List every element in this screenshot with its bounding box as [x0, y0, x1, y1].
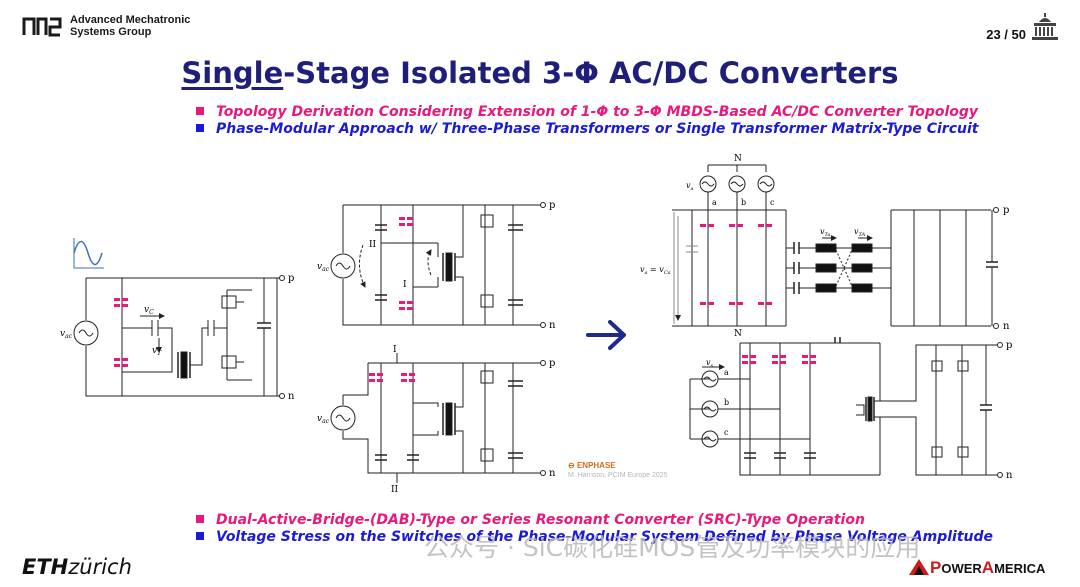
bullet-text: Dual-Active-Bridge-(DAB)-Type or Series … [216, 512, 865, 528]
label-b: b [741, 198, 746, 207]
middle-upper-circuit: vac II I p n [317, 200, 556, 331]
power-america-mark-icon [909, 559, 929, 575]
bullet-dab-src: Dual-Active-Bridge-(DAB)-Type or Series … [196, 512, 865, 528]
label-vac: vac [317, 414, 330, 425]
three-phase-matrix-circuit: N N a b c va va = vCa vTa vTA p n [640, 154, 1010, 339]
label-n-top: N [734, 154, 742, 164]
power-america-logo: POWERAMERICA [908, 558, 1045, 578]
bullet-square [196, 532, 204, 540]
credit-citation: M. Harrison, PCIM Europe 2025 [568, 472, 668, 479]
watermark-text: 公众号 · SiC碳化硅MOS管及功率模块的应用 [424, 533, 921, 562]
org-line1: Advanced Mechatronic [70, 14, 191, 26]
single-phase-circuit: vac vC vT p n [60, 238, 295, 402]
header-logo: Advanced Mechatronic Systems Group [22, 14, 190, 38]
label-a: a [712, 198, 717, 207]
switch-group [399, 217, 413, 310]
credit-company: ⊖ ENPHASE [568, 461, 616, 470]
bullet-square [196, 124, 204, 132]
label-n: n [1003, 321, 1010, 332]
bullet-square [196, 515, 204, 523]
label-p: p [1003, 205, 1009, 216]
label-n: n [549, 468, 556, 479]
sine-wave-icon [73, 238, 104, 269]
label-p: p [288, 273, 294, 284]
building-icon [1032, 13, 1058, 40]
switch-group [700, 224, 772, 305]
label-vac: vac [317, 262, 330, 273]
label-vta: vTa [820, 227, 830, 238]
label-p: p [1006, 340, 1012, 351]
label-n-bottom: N [734, 329, 742, 339]
middle-lower-circuit: vac I II p n [317, 345, 556, 493]
label-p: p [549, 358, 555, 369]
switch-group [114, 298, 128, 367]
label-vac: vac [60, 329, 73, 340]
org-line2: Systems Group [70, 26, 152, 38]
title-part2: -Stage Isolated 3-Φ AC/DC Converters [283, 56, 899, 90]
label-p: p [549, 200, 555, 211]
label-ii: II [369, 240, 377, 250]
label-vs: vs [706, 358, 714, 369]
switch-group [742, 355, 816, 364]
bullet-voltage-stress: Voltage Stress on the Switches of the Ph… [196, 529, 993, 545]
derivation-arrow-icon [586, 320, 626, 350]
bullet-topology: Topology Derivation Considering Extensio… [196, 104, 978, 120]
label-vta-secondary: vTA [854, 227, 866, 238]
label-n: n [288, 391, 295, 402]
label-c: c [724, 428, 729, 437]
bullet-text: Voltage Stress on the Switches of the Ph… [216, 529, 993, 545]
label-n: n [549, 320, 556, 331]
bullet-phase-modular: Phase-Modular Approach w/ Three-Phase Tr… [196, 121, 978, 137]
bullet-text: Topology Derivation Considering Extensio… [216, 104, 979, 120]
label-i: I [393, 345, 397, 355]
label-c: c [770, 198, 775, 207]
label-vc: vC [144, 305, 154, 316]
switch-group [369, 373, 415, 382]
label-b: b [724, 398, 729, 407]
single-transformer-matrix-circuit: vs a b c p n [689, 337, 1013, 481]
page-number: 23 / 50 [986, 27, 1026, 42]
slide-title: Single-Stage Isolated 3-Φ AC/DC Converte… [0, 56, 1080, 90]
label-n: n [1006, 470, 1013, 481]
org-name: Advanced Mechatronic Systems Group [70, 14, 190, 38]
eth-logo: ETHzürich [22, 555, 132, 579]
title-part1: Single [181, 56, 284, 90]
bullet-text: Phase-Modular Approach w/ Three-Phase Tr… [216, 121, 979, 137]
label-a: a [724, 368, 729, 377]
label-va: va [686, 181, 694, 192]
bullet-square [196, 107, 204, 115]
label-i: I [403, 280, 407, 290]
label-ii: II [391, 485, 399, 493]
label-va-vca: va = vCa [640, 265, 671, 276]
label-vt: vT [152, 346, 162, 357]
ams-logo-icon [22, 17, 62, 37]
